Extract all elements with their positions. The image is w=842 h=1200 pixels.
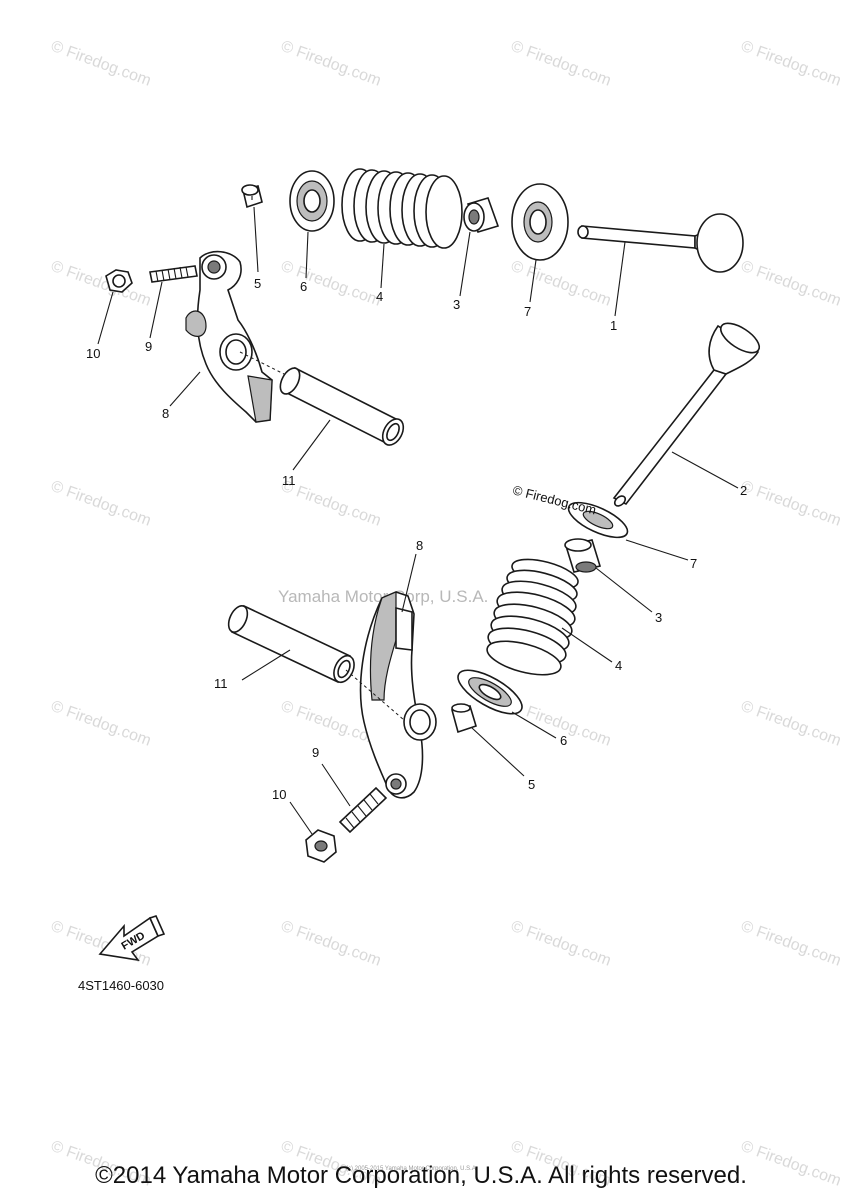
part-valve-exhaust <box>612 322 761 507</box>
watermark: © Firedog.com <box>49 698 154 750</box>
watermark: © Firedog.com <box>509 918 614 970</box>
callout-top-4: 4 <box>376 289 383 304</box>
part-spring-seat-top <box>289 170 335 232</box>
callout-top-9: 9 <box>145 339 152 354</box>
part-spring-seat-bottom <box>457 669 523 715</box>
callout-bottom-3: 3 <box>655 610 662 625</box>
part-nut-top <box>105 269 133 293</box>
part-lower-seat-bottom <box>567 501 629 539</box>
callout-bottom-7: 7 <box>690 556 697 571</box>
watermark: © Firedog.com <box>739 478 842 530</box>
part-screw-bottom <box>338 786 388 834</box>
part-screw-top <box>149 265 198 283</box>
part-collet-bottom <box>451 703 477 734</box>
watermark: © Firedog.com <box>739 38 842 90</box>
watermark: © Firedog.com <box>739 918 842 970</box>
part-rocker-shaft-top <box>279 366 405 446</box>
fwd-arrow-icon: FWD <box>98 915 166 962</box>
callout-bottom-11: 11 <box>214 676 228 691</box>
part-collet-top <box>241 184 263 209</box>
callout-top-11: 11 <box>282 473 296 488</box>
watermark: © Firedog.com <box>509 38 614 90</box>
top-assembly: 5 6 4 3 7 1 10 9 8 11 <box>86 168 744 488</box>
callout-top-8: 8 <box>162 406 169 421</box>
callout-top-10: 10 <box>86 346 100 361</box>
watermark: © Firedog.com <box>49 478 154 530</box>
part-lower-seat-top <box>511 183 569 261</box>
callout-bottom-4: 4 <box>615 658 622 673</box>
callout-bottom-8: 8 <box>416 538 423 553</box>
watermark: © Firedog.com <box>279 918 384 970</box>
part-valve-spring-top <box>341 168 463 249</box>
small-credit: (c) 2005-2015 Yamaha Motor Corporation, … <box>346 1166 478 1172</box>
callout-top-5: 5 <box>254 276 261 291</box>
part-valve-spring-bottom <box>486 558 579 676</box>
bottom-assembly: © Firedog.com <box>214 322 761 863</box>
part-nut-bottom <box>305 829 337 863</box>
callout-bottom-6: 6 <box>560 733 567 748</box>
part-rocker-shaft-bottom <box>227 604 355 684</box>
inline-watermark: © Firedog.com <box>511 482 598 517</box>
callout-top-6: 6 <box>300 279 307 294</box>
callout-bottom-5: 5 <box>528 777 535 792</box>
center-watermark: Yamaha Motor Corp, U.S.A. <box>278 587 488 606</box>
shaft-axis-top <box>239 351 293 379</box>
part-stem-seal-bottom <box>564 538 602 573</box>
watermark: © Firedog.com <box>49 258 154 310</box>
part-code: 4ST1460-6030 <box>78 978 164 993</box>
callout-bottom-9: 9 <box>312 745 319 760</box>
callout-top-1: 1 <box>610 318 617 333</box>
callout-bottom-2: 2 <box>740 483 747 498</box>
part-valve-intake <box>577 213 744 273</box>
copyright-footer: ©2014 Yamaha Motor Corporation, U.S.A. A… <box>95 1162 747 1189</box>
callout-top-7: 7 <box>524 304 531 319</box>
watermark: © Firedog.com <box>739 258 842 310</box>
watermark: © Firedog.com <box>509 258 614 310</box>
watermark: © Firedog.com <box>279 38 384 90</box>
callout-bottom-10: 10 <box>272 787 286 802</box>
watermark: © Firedog.com <box>279 258 384 310</box>
part-rocker-arm-top <box>185 250 273 423</box>
part-stem-seal-top <box>463 197 500 233</box>
callout-top-3: 3 <box>453 297 460 312</box>
watermark: © Firedog.com <box>49 38 154 90</box>
part-rocker-arm-bottom <box>345 591 437 799</box>
watermark: © Firedog.com <box>739 698 842 750</box>
